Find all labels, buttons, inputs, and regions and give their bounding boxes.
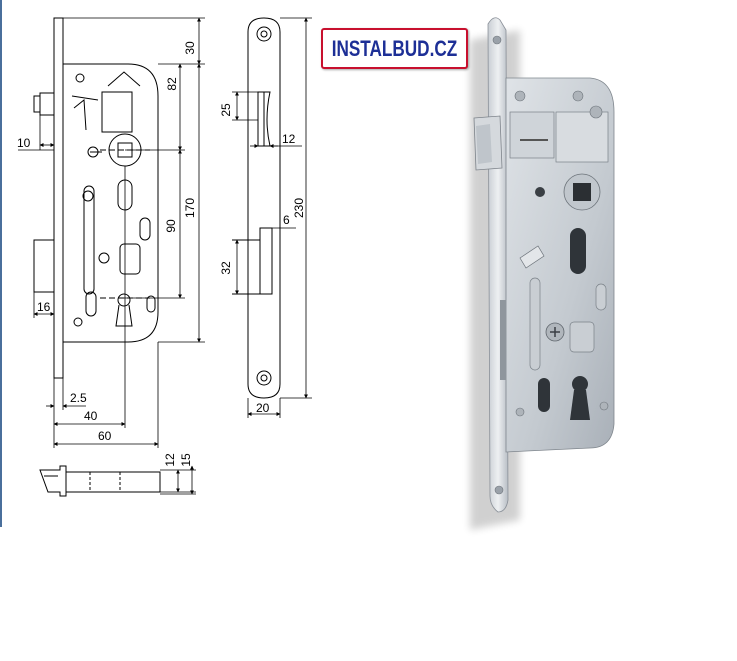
- dimension-labels: 30 82 170 90 10 16 2.5 40 60 25 12 6 230…: [17, 41, 306, 467]
- dim-label: 90: [164, 219, 178, 233]
- front-view-drawing: [33, 17, 159, 379]
- dim-label: 170: [183, 198, 197, 218]
- left-accent-bar: [0, 0, 2, 527]
- instalbud-logo: INSTALBUD.CZ: [321, 28, 468, 69]
- dim-label: 20: [256, 401, 270, 415]
- lock-product-image: [470, 17, 615, 530]
- dim-label: 82: [165, 77, 179, 91]
- dim-label: 16: [37, 300, 51, 314]
- dim-label: 10: [17, 136, 31, 150]
- side-view-drawing: [232, 17, 281, 399]
- dim-label: 32: [219, 261, 233, 275]
- dim-label: 60: [98, 429, 112, 443]
- bottom-view-drawing: [39, 465, 196, 497]
- logo-text: INSTALBUD.CZ: [331, 35, 458, 61]
- dim-label: 6: [283, 213, 290, 227]
- front-view-dimension-lines: [18, 17, 205, 448]
- dim-label: 230: [292, 198, 306, 218]
- dim-label: 2.5: [70, 391, 87, 405]
- dim-label: 15: [179, 453, 193, 467]
- dim-label: 40: [84, 409, 98, 423]
- dim-label: 30: [183, 41, 197, 55]
- dim-label: 12: [282, 132, 296, 146]
- side-view-dimension-lines: [232, 17, 312, 418]
- dim-label: 25: [219, 103, 233, 117]
- dim-label: 12: [163, 453, 177, 467]
